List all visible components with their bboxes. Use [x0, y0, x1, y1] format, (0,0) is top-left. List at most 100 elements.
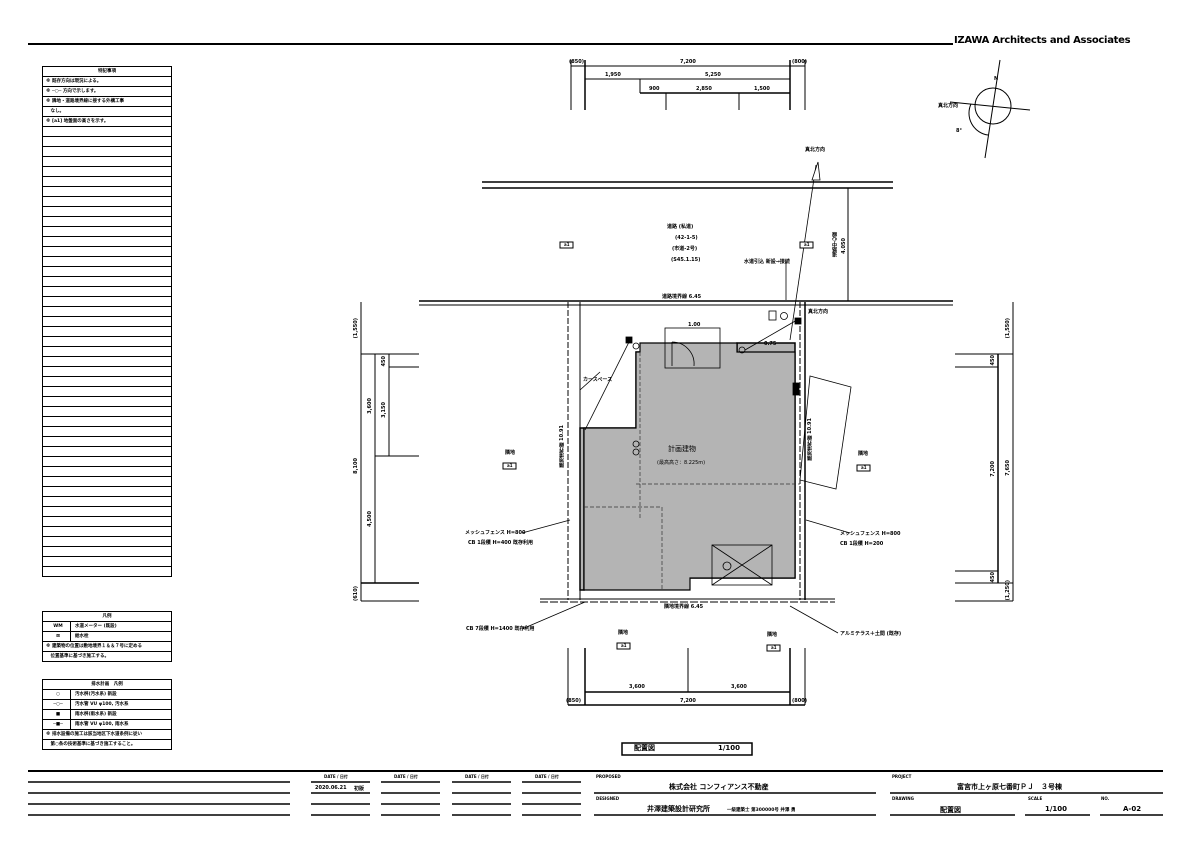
ground-mark: a1 — [804, 242, 810, 247]
car-space-line — [744, 319, 798, 351]
dim-right-top: (1,550) — [1005, 318, 1011, 339]
fence-right-label: メッシュフェンス H=800 — [840, 531, 901, 537]
notes-row: なし。 — [43, 107, 171, 117]
notes-blank-row — [43, 257, 171, 267]
drainage-note: ※ 排水設備の施工は該当地区下水道条例に従い — [43, 730, 171, 740]
dim-bottom-left-offset: (850) — [566, 698, 582, 704]
dim-left-part: 3,600 — [367, 398, 373, 414]
north-arrow-line — [789, 164, 817, 341]
building-height: (最高高さ：8.225m) — [657, 460, 706, 466]
road-ref: (市道-2号) — [672, 246, 698, 252]
north-arrow-label: 真北方向 — [808, 309, 829, 315]
notes-blank-row — [43, 347, 171, 357]
notes-blank-row — [43, 527, 171, 537]
dim-bottom-row: 3,600 — [629, 684, 645, 690]
drainage-title: 排水計画 凡例 — [43, 680, 171, 690]
rain-pipe-icon: ─■─ — [46, 720, 71, 729]
ground-mark-box — [502, 462, 517, 470]
dim-right-overall: 7,650 — [1005, 460, 1011, 476]
road-ref: (S45.1.15) — [671, 257, 701, 263]
drawing-caption-box — [621, 742, 753, 756]
ground-mark-box — [799, 241, 814, 249]
dim-top-row2: 1,950 — [605, 72, 621, 78]
dim-bottom-right-offset: (800) — [792, 698, 808, 704]
notes-blank-row — [43, 327, 171, 337]
sewage-pipe-icon: ─○─ — [46, 700, 71, 709]
drainage-row: ─■─ 雨水管 VU φ100, 雨水系 — [43, 720, 171, 730]
notes-blank-row — [43, 197, 171, 207]
notes-blank-row — [43, 147, 171, 157]
notes-blank-row — [43, 297, 171, 307]
notes-blank-row — [43, 207, 171, 217]
legend-note: ※ 建築物の位置は敷地境界１＆＆７号に定める — [43, 642, 171, 652]
rotated-neighbor-outline — [799, 375, 852, 490]
compass-icon — [949, 59, 1031, 159]
designer-license: 一級建築士 第300000号 井澤 勇 — [727, 808, 796, 813]
notes-blank-row — [43, 497, 171, 507]
notes-blank-row — [43, 397, 171, 407]
north-arrow-head — [811, 161, 821, 181]
notes-blank-row — [43, 557, 171, 567]
notes-blank-row — [43, 377, 171, 387]
neighbor-label: 隣地 — [618, 630, 629, 636]
ground-mark: a1 — [564, 242, 570, 247]
notes-blank-row — [43, 177, 171, 187]
north-arrow-label: 真北方向 — [805, 147, 826, 153]
leader-line — [579, 371, 601, 391]
firm-name: IZAWA Architects and Associates — [954, 35, 1131, 46]
leader-line — [521, 519, 571, 534]
road-ref: (42-1-5) — [675, 235, 698, 241]
sewage-basin — [632, 440, 640, 448]
ground-mark-box — [559, 241, 574, 249]
dim-right-small: 450 — [990, 572, 996, 583]
neighbor-label: 隣地 — [858, 451, 869, 457]
proposed-label: PROPOSED — [596, 774, 621, 779]
compass-road-label: 真北方向 — [938, 103, 959, 109]
notes-blank-row — [43, 227, 171, 237]
rain-basin — [625, 336, 633, 344]
rain-basin — [792, 382, 800, 396]
scale-value: 1/100 — [1045, 805, 1068, 813]
dim-left-part: 4,500 — [367, 511, 373, 527]
road-center-label: 道路中心線 — [832, 232, 838, 257]
rain-basin-icon: ■ — [46, 710, 71, 719]
door-swing — [671, 341, 695, 367]
ground-mark-box — [616, 642, 631, 650]
drawing-label: DRAWING — [892, 796, 914, 801]
fence-right-label: アルミテラス＋土間 (既存) — [840, 631, 902, 637]
notes-blank-row — [43, 237, 171, 247]
drawing-caption-scale: 1/100 — [718, 744, 741, 752]
ground-mark-box — [856, 464, 871, 472]
dim-right-bottom: (1,250) — [1005, 580, 1011, 601]
drainage-note: 第○条の技術基準に基づき施工すること。 — [46, 742, 136, 747]
notes-blank-row — [43, 367, 171, 377]
notes-blank-rows — [43, 127, 171, 576]
dim-left-inner: 3,150 — [381, 402, 387, 418]
boundary-bottom-label: 隣地境界線 6.45 — [664, 604, 704, 610]
notes-blank-row — [43, 267, 171, 277]
faucet-icon: ⊠ — [46, 632, 71, 641]
dim-bottom-overall: 7,200 — [680, 698, 696, 704]
date-header: DATE / 日付 — [394, 774, 418, 779]
notes-blank-row — [43, 477, 171, 487]
notes-table: 特記事項 ※ 既存方向は現況による。 ※ ─○─ 方向で示します。 ※ 隣地・道… — [42, 66, 172, 577]
dim-right-small: 450 — [990, 355, 996, 366]
sewage-basin — [632, 342, 640, 350]
notes-blank-row — [43, 407, 171, 417]
project-name: 富宮市上ヶ原七番町ＰＪ ３号棟 — [957, 783, 1062, 791]
legend-note: 位置基準に基づき施工する。 — [46, 654, 109, 659]
notes-blank-row — [43, 467, 171, 477]
client-name: 株式会社 コンフィアンス不動産 — [669, 783, 769, 791]
fence-left-label: CB 1段積 H=400 既存利用 — [468, 540, 533, 546]
water-meter — [768, 310, 777, 321]
designer-name: 井澤建築設計研究所 — [647, 805, 710, 813]
scale-label: SCALE — [1028, 796, 1043, 801]
notes-blank-row — [43, 157, 171, 167]
legend-title: 凡例 — [43, 612, 171, 622]
stair-box — [711, 544, 773, 586]
dim-top-row3: 900 — [649, 86, 660, 92]
notes-row: ※ [a1] 地盤面の高さを示す。 — [43, 117, 171, 127]
dim-top-row3: 1,500 — [754, 86, 770, 92]
notes-row: ※ ─○─ 方向で示します。 — [43, 87, 171, 97]
